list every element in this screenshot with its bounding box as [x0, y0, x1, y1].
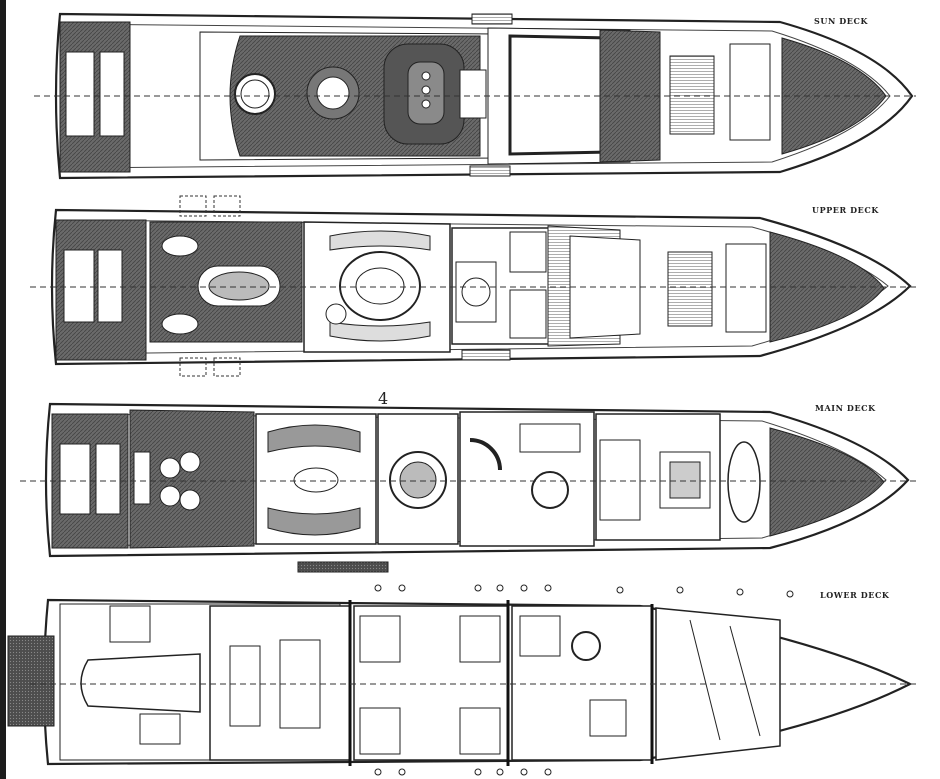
lower-deck-plan	[7, 584, 920, 776]
lower-deck-label: LOWER DECK	[820, 590, 890, 600]
main-deck-plan: 4	[20, 389, 920, 573]
margin-marker: 4	[378, 389, 388, 408]
upper-deck-plan	[30, 195, 916, 377]
main-deck-label: MAIN DECK	[815, 403, 876, 413]
sun-deck-label: SUN DECK	[814, 16, 869, 26]
scan-edge	[0, 0, 6, 779]
sun-deck-plan	[34, 12, 916, 180]
upper-deck-label: UPPER DECK	[812, 205, 879, 215]
